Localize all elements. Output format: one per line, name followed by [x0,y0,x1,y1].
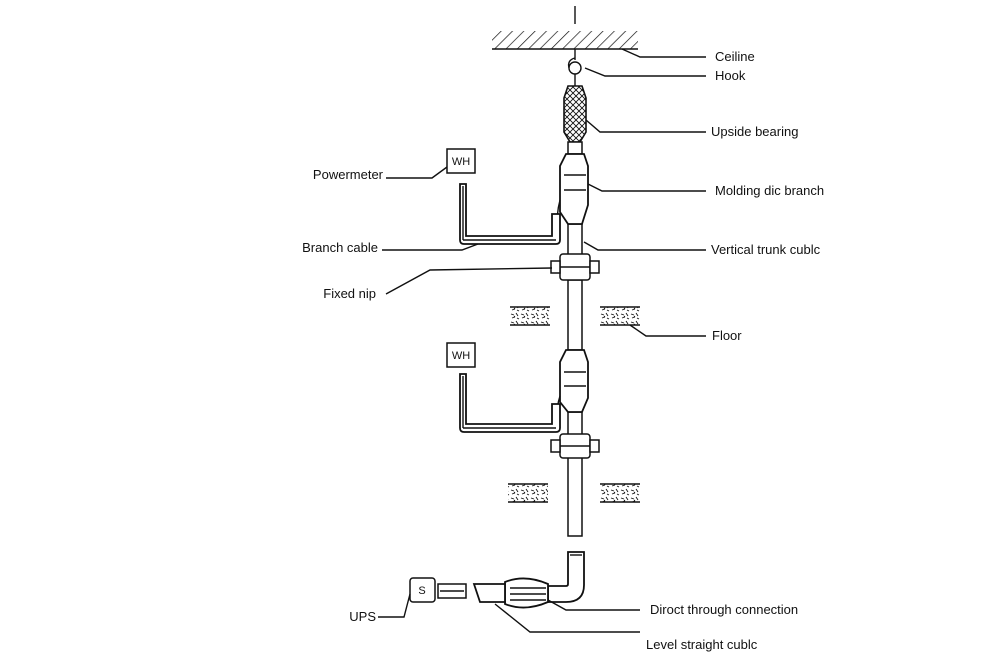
ups-box-label: S [418,585,425,597]
powermeter-top: WH [446,148,476,174]
powermeter-bottom-label: WH [452,350,470,362]
fixed-nip-top [550,253,600,281]
label-powermeter: Powermeter [313,167,384,182]
label-level-cable: Level straight cublc [646,637,758,652]
floor-upper [510,306,640,326]
ceiling [492,6,638,50]
label-fixed-nip: Fixed nip [323,286,376,301]
label-direct-connection: Diroct through connection [650,602,798,617]
hook [567,49,582,86]
label-vertical-trunk: Vertical trunk cublc [711,242,821,257]
label-ceiling: Ceiline [715,49,755,64]
labels: Ceiline Hook Upside bearing Molding dic … [302,49,824,652]
molding-branch-bottom [556,349,589,419]
label-hook: Hook [715,68,746,83]
ups: S [409,577,436,603]
level-straight-cable [437,583,506,603]
molding-branch-top [556,153,589,229]
powermeter-bottom: WH [446,342,476,368]
label-floor: Floor [712,328,742,343]
floor-lower [508,483,640,503]
label-ups: UPS [349,609,376,624]
label-branch-cable: Branch cable [302,240,378,255]
powermeter-top-label: WH [452,156,470,168]
direct-through-connection [504,577,549,609]
label-molding-branch: Molding dic branch [715,183,824,198]
leader-lines [378,48,706,633]
fixed-nip-bottom [550,433,600,459]
branch-cable-bottom [459,373,561,433]
upside-bearing [563,85,587,143]
label-upside-bearing: Upside bearing [711,124,798,139]
branch-cable-top [459,183,561,245]
cable-elbow [547,551,585,603]
